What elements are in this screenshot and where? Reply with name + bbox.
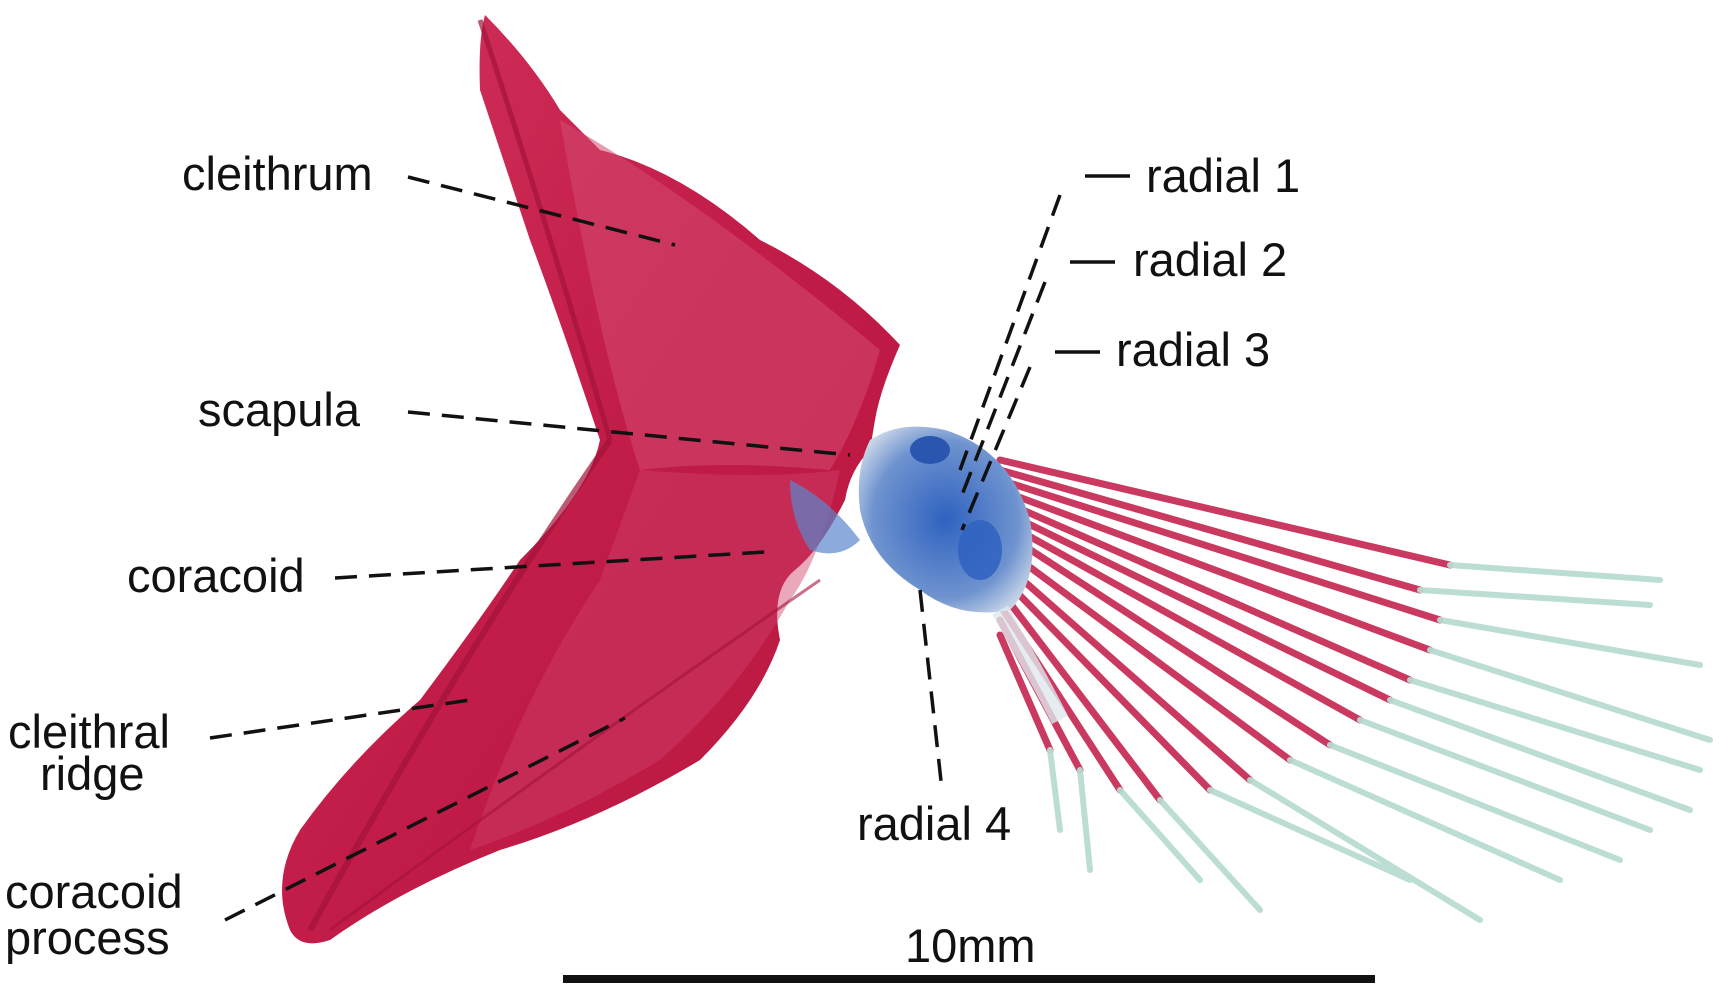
label-radial-3: radial 3 bbox=[1116, 323, 1271, 376]
label-coracoid-process-line1: coracoid bbox=[5, 865, 183, 918]
leader-lines bbox=[209, 175, 1062, 922]
label-radial-1: radial 1 bbox=[1146, 149, 1301, 202]
label-radial-4: radial 4 bbox=[857, 797, 1012, 850]
label-coracoid: coracoid bbox=[127, 549, 305, 602]
label-cleithral-ridge-line1: cleithral bbox=[8, 705, 170, 758]
label-coracoid-process-line2: process bbox=[5, 911, 170, 964]
fin-rays bbox=[996, 456, 1713, 923]
label-cleithral-ridge-line2: ridge bbox=[40, 747, 145, 800]
label-cleithrum: cleithrum bbox=[182, 147, 373, 200]
scale-bar bbox=[563, 975, 1375, 983]
label-scapula: scapula bbox=[198, 383, 360, 436]
label-radial-2: radial 2 bbox=[1133, 233, 1288, 286]
scale-bar-label: 10mm bbox=[905, 919, 1036, 972]
